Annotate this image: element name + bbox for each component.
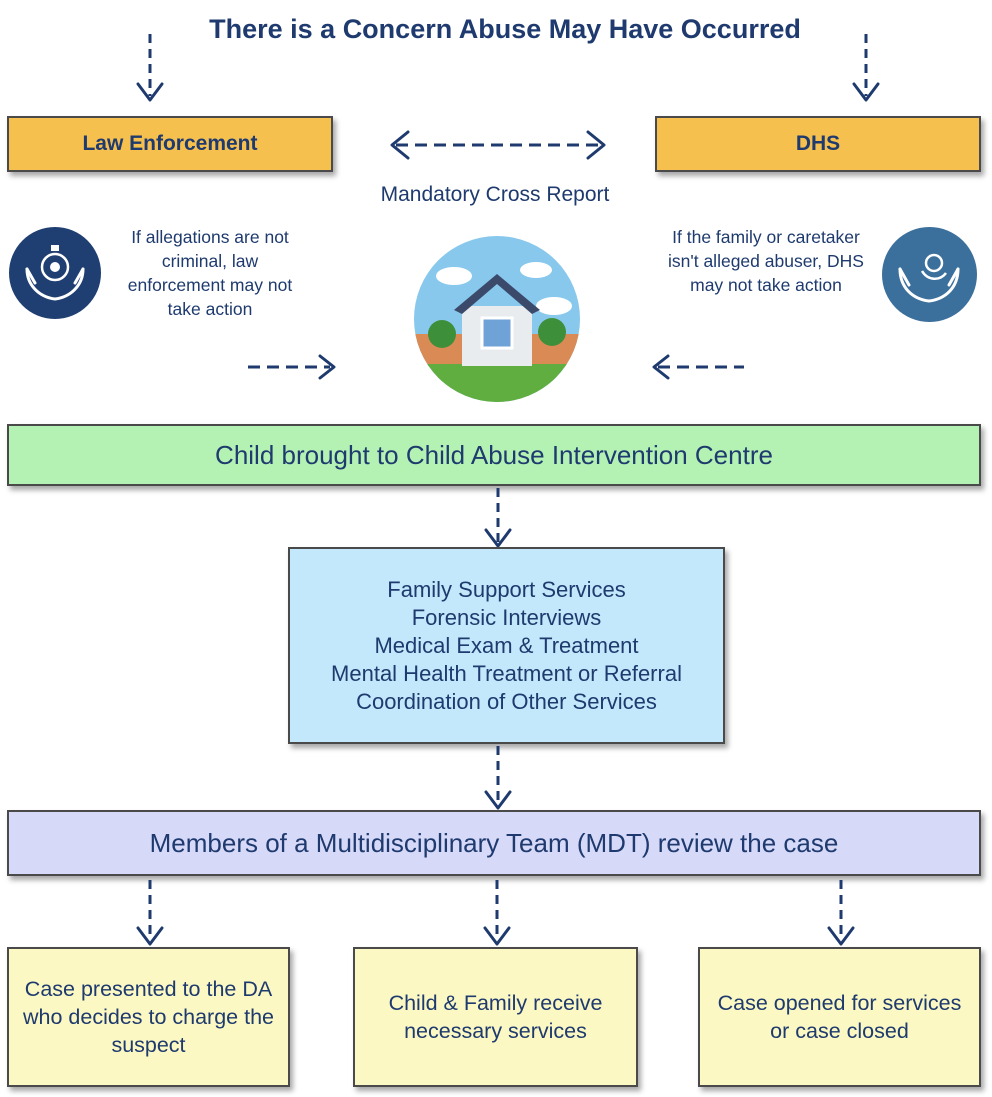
- mdt-box: Members of a Multidisciplinary Team (MDT…: [7, 810, 981, 876]
- services-box: Family Support Services Forensic Intervi…: [288, 547, 725, 744]
- arrow-down-right-top: [852, 34, 880, 102]
- intervention-centre-label: Child brought to Child Abuse Interventio…: [215, 439, 773, 470]
- arrow-down-to-outcome-1: [136, 880, 164, 946]
- outcome-label: Child & Family receive necessary service…: [388, 991, 603, 1043]
- baby-hands-icon: [882, 227, 977, 322]
- arrow-down-to-outcome-2: [483, 880, 511, 946]
- arrow-down-to-mdt: [484, 746, 512, 810]
- outcome-label: Case presented to the DA who decides to …: [23, 977, 274, 1057]
- cross-report-label: Mandatory Cross Report: [380, 183, 610, 206]
- arrow-down-left-top: [136, 34, 164, 102]
- dhs-box: DHS: [655, 116, 981, 172]
- law-enforcement-label: Law Enforcement: [82, 132, 258, 155]
- outcome-label: Case opened for services or case closed: [717, 991, 962, 1043]
- mdt-label: Members of a Multidisciplinary Team (MDT…: [149, 827, 839, 858]
- service-item: Mental Health Treatment or Referral: [331, 660, 682, 686]
- arrow-right-to-house: [248, 354, 336, 380]
- intervention-centre-box: Child brought to Child Abuse Interventio…: [7, 424, 981, 486]
- arrow-down-to-services: [484, 488, 512, 548]
- police-badge-hands-icon: [9, 227, 101, 319]
- dhs-label: DHS: [795, 132, 841, 155]
- service-item: Family Support Services: [387, 576, 626, 602]
- arrow-down-to-outcome-3: [827, 880, 855, 946]
- service-item: Medical Exam & Treatment: [374, 632, 639, 658]
- outcome-box-da: Case presented to the DA who decides to …: [7, 947, 290, 1087]
- outcome-box-services: Child & Family receive necessary service…: [353, 947, 638, 1087]
- service-item: Coordination of Other Services: [356, 688, 657, 714]
- law-enforcement-box: Law Enforcement: [7, 116, 333, 172]
- cross-report-arrow: [390, 130, 606, 160]
- service-item: Forensic Interviews: [411, 604, 602, 630]
- law-note: If allegations are not criminal, law enf…: [127, 227, 293, 319]
- dhs-note: If the family or caretaker isn't alleged…: [668, 227, 864, 295]
- diagram-title: There is a Concern Abuse May Have Occurr…: [209, 14, 801, 44]
- house-icon: [414, 236, 580, 402]
- outcome-box-case: Case opened for services or case closed: [698, 947, 981, 1087]
- arrow-left-to-house: [652, 354, 744, 380]
